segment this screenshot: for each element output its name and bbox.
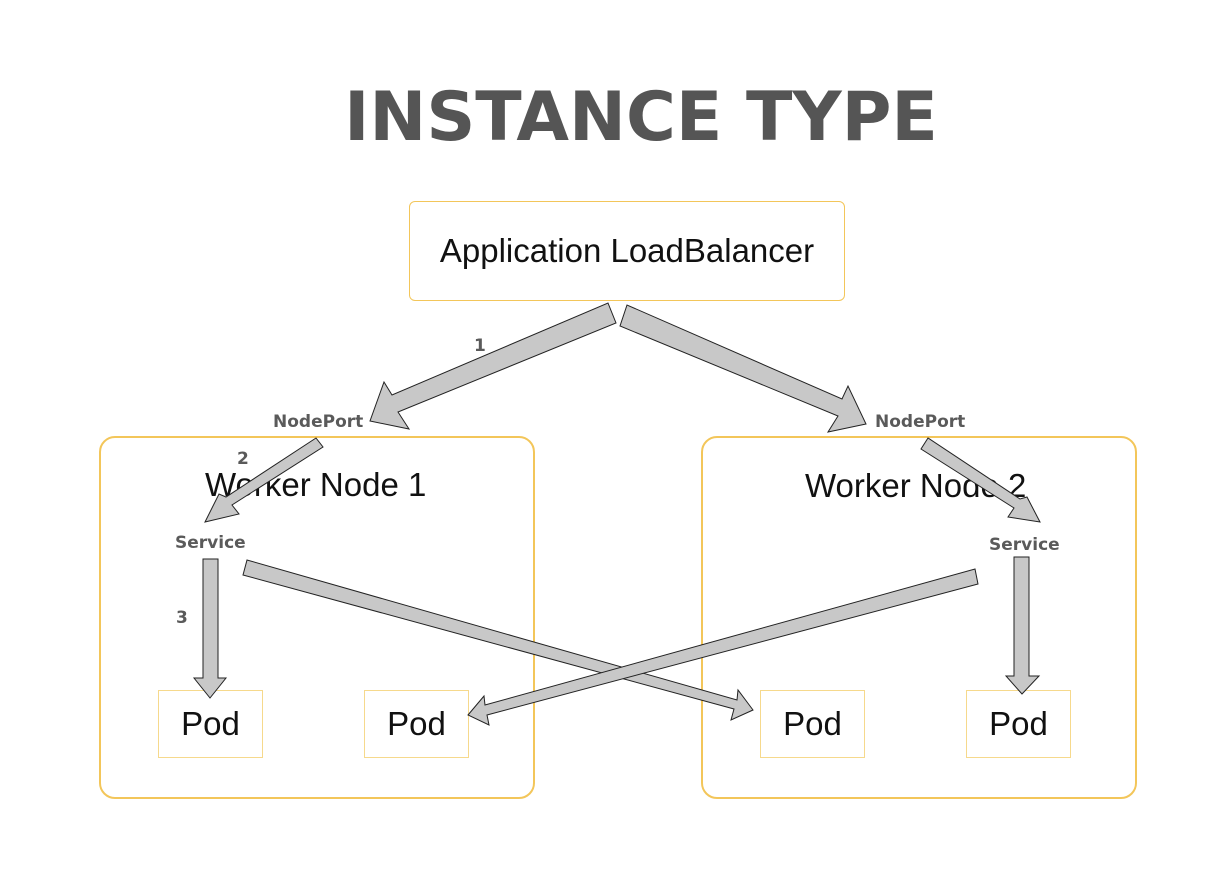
pod-label: Pod xyxy=(783,705,842,742)
service-label-2: Service xyxy=(989,535,1060,555)
pod-label: Pod xyxy=(181,705,240,742)
step-label-1: 1 xyxy=(474,336,486,356)
pod-node2-b: Pod xyxy=(966,690,1071,758)
nodeport-label-1: NodePort xyxy=(273,412,364,432)
step-label-3: 3 xyxy=(176,608,188,628)
pod-label: Pod xyxy=(387,705,446,742)
load-balancer-label: Application LoadBalancer xyxy=(439,232,815,269)
step-label-2: 2 xyxy=(237,449,249,469)
worker-node-2-label: Worker Node 2 xyxy=(805,467,1027,504)
pod-node1-b: Pod xyxy=(364,690,469,758)
arrow-alb-to-nodeport-2 xyxy=(619,304,867,433)
load-balancer-box: Application LoadBalancer xyxy=(409,201,845,301)
nodeport-label-2: NodePort xyxy=(875,412,966,432)
pod-label: Pod xyxy=(989,705,1048,742)
arrow-alb-to-nodeport-1 xyxy=(369,302,617,430)
pod-node2-a: Pod xyxy=(760,690,865,758)
diagram-title: INSTANCE TYPE xyxy=(344,78,938,157)
pod-node1-a: Pod xyxy=(158,690,263,758)
service-label-1: Service xyxy=(175,533,246,553)
worker-node-1-label: Worker Node 1 xyxy=(205,466,427,503)
